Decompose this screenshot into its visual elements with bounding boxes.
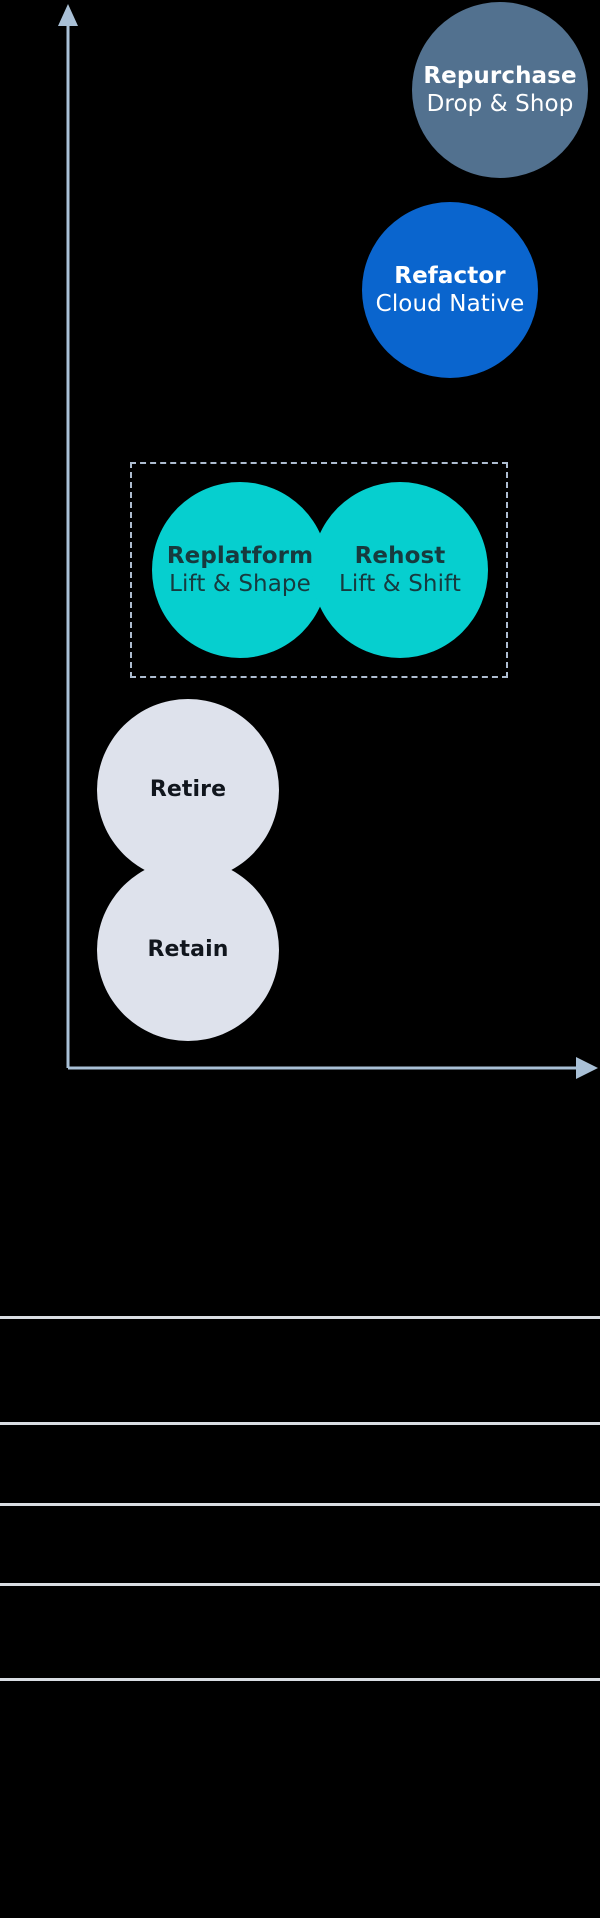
bubble-title: Replatform: [166, 542, 314, 569]
bubble-subtitle: Lift & Shape: [169, 571, 311, 597]
bubble-subtitle: Lift & Shift: [339, 571, 461, 597]
divider-rule: [0, 1422, 600, 1425]
bubble-retire[interactable]: Retire: [97, 699, 279, 881]
divider-rule: [0, 1678, 600, 1681]
bubble-title: Retain: [147, 937, 229, 963]
lift-and-move-group-box: [130, 462, 508, 678]
bubble-title: Repurchase: [423, 62, 577, 89]
x-axis-arrowhead: [576, 1057, 598, 1079]
divider-rule: [0, 1316, 600, 1319]
divider-rule: [0, 1583, 600, 1586]
bubble-subtitle: Drop & Shop: [426, 91, 574, 117]
bubble-title: Retire: [149, 777, 227, 803]
bubble-retain[interactable]: Retain: [97, 859, 279, 1041]
y-axis-arrowhead: [58, 4, 78, 26]
bubble-title: Rehost: [354, 542, 446, 569]
bubble-title: Refactor: [394, 262, 506, 289]
divider-rule: [0, 1503, 600, 1506]
bubble-subtitle: Cloud Native: [375, 291, 525, 317]
